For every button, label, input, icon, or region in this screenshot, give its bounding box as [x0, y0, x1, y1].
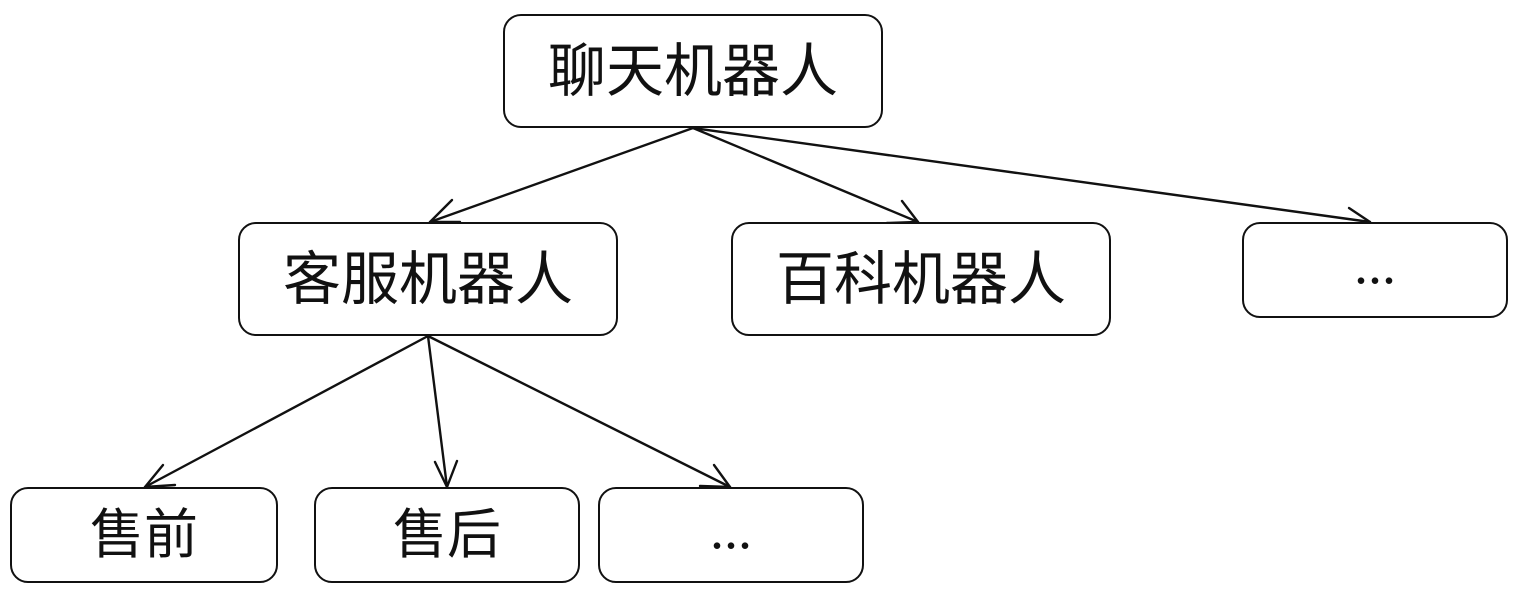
edge-customer-service-to-after-sales — [426, 334, 459, 489]
node-more-level2: ... — [598, 487, 864, 583]
edge-root-to-encyclopedia — [691, 126, 920, 225]
node-more-level1: ... — [1242, 222, 1508, 318]
edge-root-to-more-level1 — [691, 126, 1372, 232]
node-chatbot: 聊天机器人 — [503, 14, 883, 128]
node-pre-sales: 售前 — [10, 487, 278, 583]
edge-root-to-customer-service — [428, 126, 695, 224]
node-encyclopedia-bot: 百科机器人 — [731, 222, 1111, 336]
edge-customer-service-to-pre-sales — [143, 334, 430, 489]
node-customer-service-bot: 客服机器人 — [238, 222, 618, 336]
node-after-sales: 售后 — [314, 487, 580, 583]
edge-customer-service-to-more-level2 — [426, 334, 732, 489]
